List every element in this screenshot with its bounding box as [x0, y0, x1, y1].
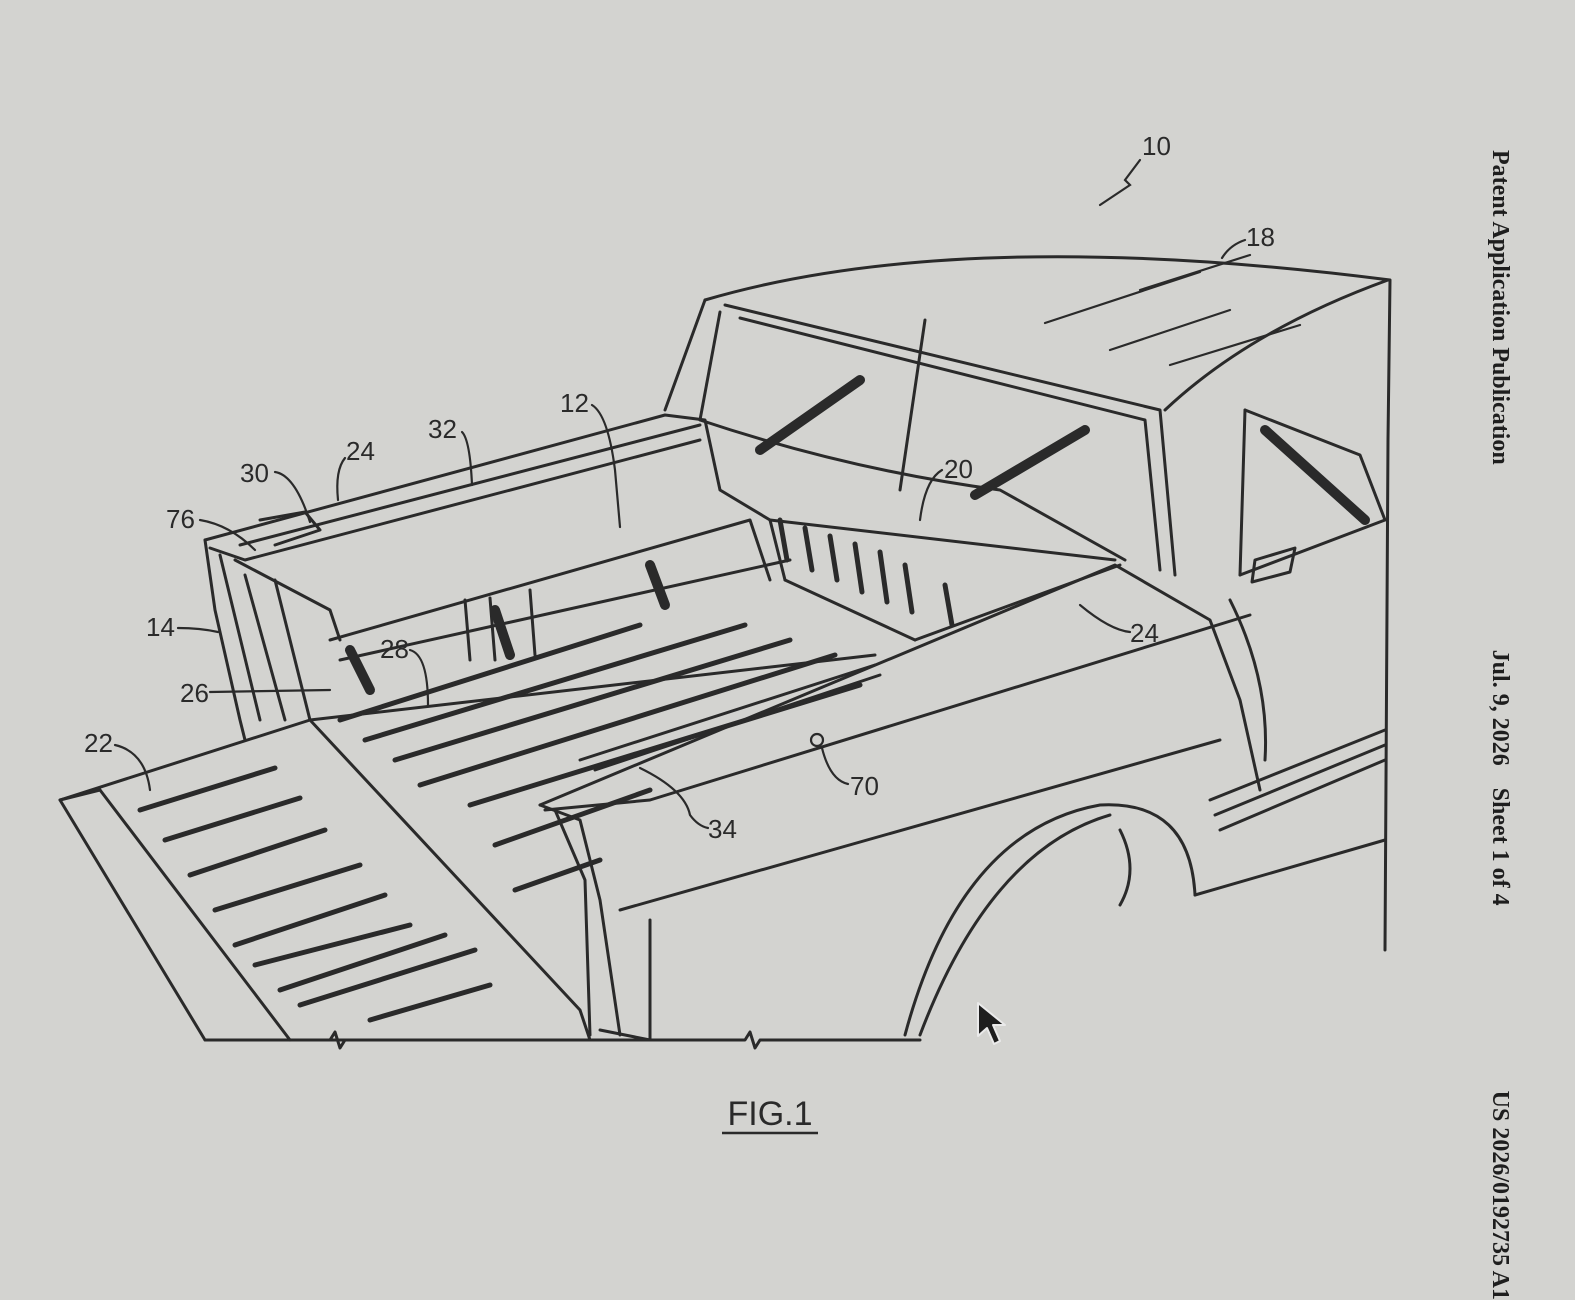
ref-14: 14: [146, 612, 175, 642]
ref-20: 20: [944, 454, 973, 484]
leader-lines: [113, 158, 1247, 830]
cab-outline: [663, 255, 1392, 952]
ref-28: 28: [380, 634, 409, 664]
ref-34: 34: [708, 814, 737, 844]
ref-76: 76: [166, 504, 195, 534]
ref-32: 32: [428, 414, 457, 444]
figure-label: FIG.1: [727, 1095, 812, 1133]
cab-reflections: [755, 253, 1370, 525]
ref-26: 26: [180, 678, 209, 708]
reference-numerals: 10 18 12 32 24 30 76 20 14 28 26 22 24 7…: [84, 131, 1275, 844]
bed-side-panel: [538, 563, 1387, 1042]
ref-24-top: 24: [346, 436, 375, 466]
mouse-pointer-icon: [977, 1002, 1006, 1045]
ref-12: 12: [560, 388, 589, 418]
ref-24-side: 24: [1130, 618, 1159, 648]
ref-22: 22: [84, 728, 113, 758]
ground-line: [203, 1030, 922, 1050]
ref-30: 30: [240, 458, 269, 488]
tailgate: [58, 718, 592, 1042]
front-wall-ribs: [345, 517, 955, 695]
ref-70: 70: [850, 771, 879, 801]
ref-10: 10: [1142, 131, 1171, 161]
bed-walls: [203, 413, 1122, 742]
ref-18: 18: [1246, 222, 1275, 252]
